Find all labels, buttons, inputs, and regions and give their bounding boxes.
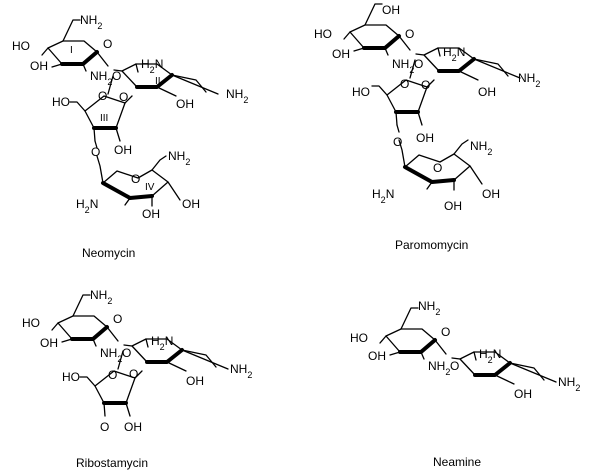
neomycin-nh2-label: NH2 [90,69,112,87]
neomycin-oh-label: OH [142,207,160,221]
ribostamycin-oh-label: OH [40,336,58,350]
ribostamycin-ho-label: HO [62,370,80,384]
neomycin-oh-label: OH [30,59,48,73]
neomycin-nh2-label: NH2 [168,149,190,167]
ribostamycin-o-label: O [113,312,122,326]
ribostamycin-nh2-label: NH2 [230,362,252,380]
neamine-oh-label: OH [514,387,532,401]
neomycin-ring-label: I [70,45,73,56]
neomycin-ho-label: HO [52,95,70,109]
paromomycin-oh-label: OH [332,47,350,61]
ribostamycin-o-label: O [108,368,117,382]
paromomycin-structure: OH HO O OH NH2 O H2N NH2 OH HO O O OH O … [314,2,540,252]
neomycin-h2n-label: H2N [76,197,98,215]
ribostamycin-o-link-label: O [122,346,131,360]
neomycin-ring-label: III [100,113,108,124]
neomycin-oh-label: OH [182,197,200,211]
paromomycin-oh-label: OH [382,3,400,17]
paromomycin-nh2-label: NH2 [470,139,492,157]
neomycin-o-label: O [131,172,140,186]
paromomycin-oh-label: OH [478,85,496,99]
paromomycin-o-link-label: O [421,78,430,92]
neamine-nh2-label: NH2 [428,359,450,377]
neomycin-o-label: O [103,37,112,51]
ribostamycin-structure: NH2 HO O OH NH2 O H2N NH2 OH HO O O O OH… [22,288,252,470]
neamine-nh2-label: NH2 [418,299,440,317]
paromomycin-nh2-label: NH2 [518,71,540,89]
paromomycin-h2n-label: H2N [443,45,465,63]
neamine-h2n-label: H2N [479,347,501,365]
paromomycin-caption: Paromomycin [395,238,468,252]
paromomycin-o-label: O [433,161,442,175]
neomycin-oh-label: OH [114,143,132,157]
paromomycin-oh-label: OH [444,199,462,213]
neomycin-ho-label: HO [12,39,30,53]
neamine-ho-label: HO [350,331,368,345]
ribostamycin-oh-label: OH [186,374,204,388]
neamine-o-label: O [441,325,450,339]
ribostamycin-oh-label: OH [124,420,142,434]
ribostamycin-nh2-label: NH2 [90,288,112,306]
neomycin-ring-ii-bonds [112,62,220,98]
paromomycin-h2n-label: H2N [372,187,394,205]
neomycin-ring-label: II [155,76,161,87]
neomycin-o-link-label: O [112,69,121,83]
neomycin-link-ii-iii [107,75,114,95]
paromomycin-oh-label: OH [416,131,434,145]
ribostamycin-ho-label: HO [22,316,40,330]
ribostamycin-o-label: O [100,420,109,434]
neomycin-ring-label: IV [145,182,155,193]
neomycin-o-link-label: O [91,145,100,159]
neomycin-structure: NH2 HO O OH NH2 O H2N NH2 OH HO O O OH O… [12,13,248,260]
neomycin-h2n-label: H2N [141,57,163,75]
neamine-o-link-label: O [450,359,459,373]
paromomycin-o-link-label: O [393,135,402,149]
neamine-structure: NH2 HO O OH NH2 O H2N NH2 OH Neamine [350,299,580,469]
neamine-oh-label: OH [368,349,386,363]
neamine-caption: Neamine [433,455,481,469]
paromomycin-o-link-label: O [414,57,423,71]
neomycin-oh-label: OH [176,97,194,111]
paromomycin-ho-label: HO [314,27,332,41]
neomycin-nh2-label: NH2 [80,13,102,31]
paromomycin-o-label: O [400,77,409,91]
paromomycin-o-label: O [405,27,414,41]
paromomycin-oh-label: OH [482,187,500,201]
neomycin-caption: Neomycin [82,246,135,260]
neamine-nh2-label: NH2 [558,375,580,393]
neomycin-link-iii-iv [94,140,98,149]
ribostamycin-h2n-label: H2N [151,334,173,352]
neomycin-o-link-label: O [119,90,128,104]
neomycin-nh2-label: NH2 [226,87,248,105]
neomycin-o-label: O [98,89,107,103]
ribostamycin-nh2-label: NH2 [100,346,122,364]
ribostamycin-o-link-label: O [129,367,138,381]
ribostamycin-caption: Ribostamycin [76,456,148,470]
paromomycin-nh2-label: NH2 [392,57,414,75]
paromomycin-ho-label: HO [352,85,370,99]
